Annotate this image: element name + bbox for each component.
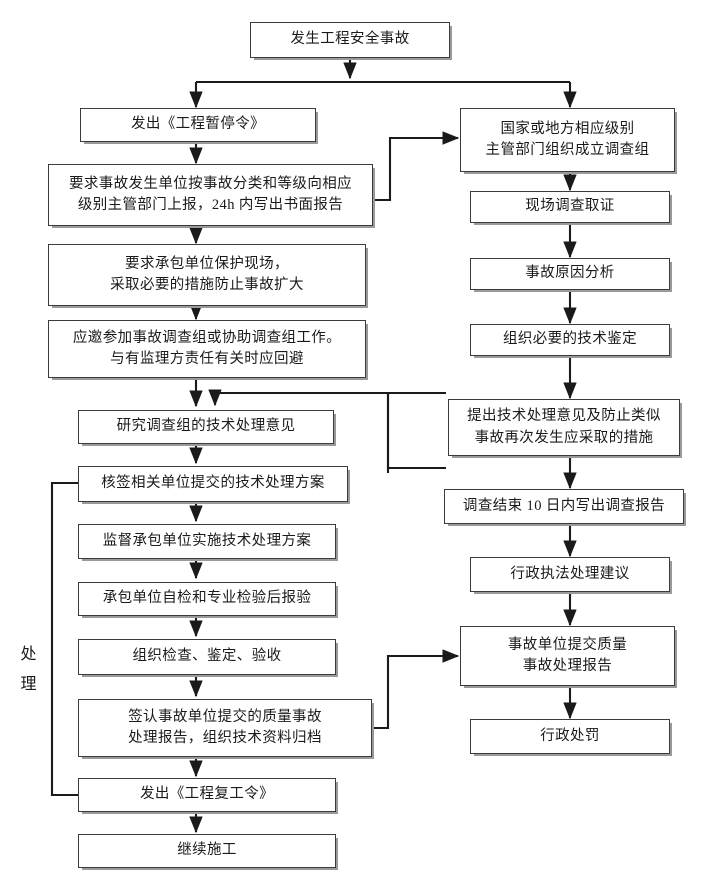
node-label: 调查结束 10 日内写出调查报告 [462,497,666,514]
node-label-line2: 主管部门组织成立调查组 [485,142,650,158]
node-label-line2: 事故再次发生应采取的措施 [474,429,654,446]
node-label-line1: 签认事故单位提交的质量事故 [128,708,322,725]
node-require-unit-report[interactable]: 要求事故发生单位按事故分类和等级向相应 级别主管部门上报，24h 内写出书面报告 [48,164,373,226]
node-label-line2: 级别主管部门上报，24h 内写出书面报告 [77,197,344,213]
node-administrative-enforcement-advice[interactable]: 行政执法处理建议 [470,557,670,592]
node-label: 发出《工程暂停令》 [130,116,266,133]
vertical-label-handling: 处 理 [12,625,46,715]
node-propose-preventive-measures[interactable]: 提出技术处理意见及防止类似 事故再次发生应采取的措施 [448,399,680,456]
node-unit-submits-quality-report[interactable]: 事故单位提交质量 事故处理报告 [460,626,675,686]
node-establish-investigation-group[interactable]: 国家或地方相应级别 主管部门组织成立调查组 [460,108,675,172]
node-label-line1: 应邀参加事故调查组或协助调查组工作。 [72,329,342,346]
node-self-inspection[interactable]: 承包单位自检和专业检验后报验 [78,582,336,616]
node-label: 继续施工 [177,842,237,859]
node-label-line1: 提出技术处理意见及防止类似 [467,408,661,425]
node-countersign-technical-plan[interactable]: 核签相关单位提交的技术处理方案 [78,466,348,502]
node-issue-resumption-order[interactable]: 发出《工程复工令》 [78,778,336,812]
node-organize-inspection-acceptance[interactable]: 组织检查、鉴定、验收 [78,639,336,675]
node-label-line1: 国家或地方相应级别 [500,120,635,137]
node-label-line2: 采取必要的措施防止事故扩大 [110,277,304,293]
node-sign-report-archive[interactable]: 签认事故单位提交的质量事故 处理报告，组织技术资料归档 [78,699,372,757]
node-label: 组织检查、鉴定、验收 [132,648,282,665]
node-label-line2: 事故处理报告 [522,658,613,674]
node-label: 研究调查组的技术处理意见 [116,418,296,435]
node-label: 监督承包单位实施技术处理方案 [102,532,312,549]
node-issue-suspension-order[interactable]: 发出《工程暂停令》 [80,108,316,142]
wire-r5-bottom-stub [386,393,446,470]
node-label: 行政处罚 [540,727,600,744]
node-supervise-implementation[interactable]: 监督承包单位实施技术处理方案 [78,524,336,559]
node-accident-occurs[interactable]: 发生工程安全事故 [250,22,450,58]
node-investigation-report-10-days[interactable]: 调查结束 10 日内写出调查报告 [444,489,684,524]
node-continue-construction[interactable]: 继续施工 [78,834,336,868]
node-label: 现场调查取证 [525,198,615,215]
node-cause-analysis[interactable]: 事故原因分析 [470,258,670,290]
wire-n3-to-r1 [372,131,460,202]
node-label: 核签相关单位提交的技术处理方案 [101,475,325,492]
node-label-line2: 与有监理方责任有关时应回避 [110,351,304,367]
node-label: 承包单位自检和专业检验后报验 [102,590,312,607]
node-label: 组织必要的技术鉴定 [502,331,638,348]
node-site-evidence-collection[interactable]: 现场调查取证 [470,191,670,223]
node-label-line1: 事故单位提交质量 [507,636,628,653]
vertical-label-char-1: 处 [20,645,38,663]
vertical-label-char-2: 理 [20,676,38,693]
node-label: 发生工程安全事故 [290,31,410,48]
node-protect-site[interactable]: 要求承包单位保护现场， 采取必要的措施防止事故扩大 [48,244,366,306]
node-label-line1: 要求承包单位保护现场， [125,255,289,272]
node-administrative-penalty[interactable]: 行政处罚 [470,719,670,754]
node-join-investigation-group[interactable]: 应邀参加事故调查组或协助调查组工作。 与有监理方责任有关时应回避 [48,320,366,378]
node-technical-appraisal[interactable]: 组织必要的技术鉴定 [470,324,670,356]
node-label: 行政执法处理建议 [510,565,630,582]
node-study-technical-opinion[interactable]: 研究调查组的技术处理意见 [78,410,334,444]
node-label-line1: 要求事故发生单位按事故分类和等级向相应 [68,175,353,192]
wire-n11-to-r8 [372,649,460,730]
node-label-line2: 处理报告，组织技术资料归档 [128,730,322,746]
node-label: 发出《工程复工令》 [139,786,275,803]
node-label: 事故原因分析 [525,265,615,282]
